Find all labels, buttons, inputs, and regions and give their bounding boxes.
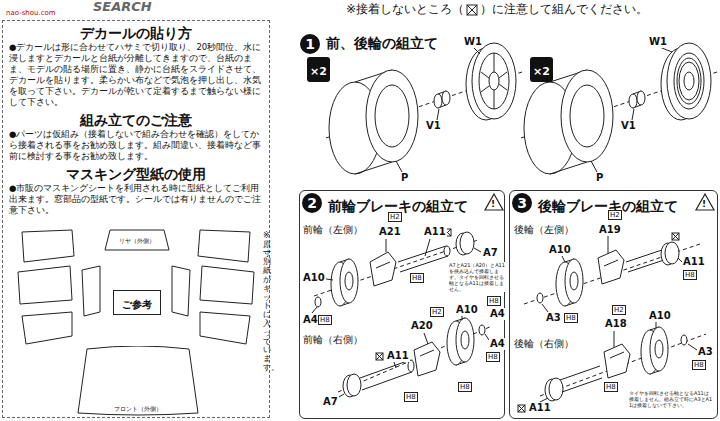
step-number: 2	[302, 193, 322, 213]
watermark-url: nao-shou.com	[5, 9, 57, 17]
header-note: ）に注意して組んでください。	[479, 3, 649, 17]
assembly-note: A7とA21（A20）とA11を挟み込んで接着します。タイヤを回転させる軸となる…	[448, 262, 506, 292]
watermark-logo: SEARCH	[92, 0, 153, 15]
instruction-panel: デカールの貼り方●デカールは形に合わせてハサミで切り取り、20秒間位、水に浸しま…	[2, 20, 270, 418]
part-label: V1	[425, 120, 442, 132]
part-label: P	[595, 172, 604, 184]
sprue-number: H8	[486, 352, 500, 362]
part-label: A3	[545, 312, 562, 324]
part-label: A20	[410, 320, 434, 332]
warning-mark: !	[702, 199, 706, 209]
part-label: A10	[548, 244, 572, 256]
part-label: A11	[682, 256, 706, 268]
step-title: 前、後輪の組立て	[326, 35, 438, 53]
part-label: A4	[302, 314, 319, 326]
sprue-number: H8	[318, 315, 332, 325]
quantity-badge: ×2	[530, 57, 553, 82]
sub-heading: 前輪（右側）	[302, 334, 364, 346]
part-label: A11	[386, 350, 410, 362]
sub-heading: 後輪（右側）	[513, 338, 575, 350]
part-label: W1	[648, 36, 668, 48]
part-label: A21	[378, 226, 402, 238]
section-heading: マスキング型紙の使用	[9, 165, 263, 183]
part-label: A7	[322, 396, 339, 408]
sprue-number: H8	[458, 382, 472, 392]
part-label: V1	[620, 120, 637, 132]
side-note: ※原寸別紙がキットに入っています。	[263, 232, 271, 373]
step-number-badge: 2	[302, 193, 322, 213]
step-number: 3	[512, 193, 532, 213]
sprue-number: H8	[404, 392, 418, 402]
sprue-number: H8	[683, 270, 697, 280]
sprue-number: H2	[388, 212, 402, 222]
section-heading: デカールの貼り方	[9, 24, 263, 42]
part-label: A7	[482, 247, 499, 259]
part-label: A11	[423, 226, 447, 238]
sprue-number: H8	[692, 360, 706, 370]
sub-heading: 前輪（左側）	[302, 224, 364, 236]
sprue-number: H8	[604, 382, 618, 392]
part-label: A18	[604, 318, 628, 330]
part-label: P	[400, 172, 409, 184]
part-label: A10	[648, 310, 672, 322]
sprue-number: H2	[430, 307, 444, 317]
quantity-text: ×2	[533, 65, 550, 78]
part-label: A4	[489, 308, 506, 320]
step-number-badge: 3	[512, 193, 532, 213]
sprue-number: H8	[564, 313, 578, 323]
reference-box: ご参考	[113, 290, 161, 315]
part-label: A10	[455, 304, 479, 316]
assembly-note: タイヤを回転させる軸となるA11は接着しません。組み立て時にA3とA11は接着し…	[628, 390, 714, 408]
warning-mark: !	[491, 199, 495, 209]
part-label: W1	[463, 36, 483, 48]
sub-heading: 後輪（左側）	[513, 224, 575, 236]
header-note: ※接着しないところ（	[345, 3, 465, 17]
body-text: ●デカールは形に合わせてハサミで切り取り、20秒間位、水に浸しますとデカールと台…	[9, 42, 263, 108]
quantity-text: ×2	[310, 65, 327, 78]
section-heading: 組み立てのご注意	[9, 111, 263, 129]
window-template: リヤ（外側）	[104, 229, 170, 251]
part-label: A3	[697, 346, 714, 358]
body-text: ●パーツは仮組み（接着しないで組み合わせを確認）をしてから接着される事をお勧め致…	[9, 129, 263, 162]
sprue-number: H2	[612, 305, 626, 315]
part-label: A11	[528, 402, 552, 414]
template-label: リヤ（外側）	[119, 237, 155, 244]
part-label: A4	[489, 338, 506, 350]
step-number: 1	[300, 34, 320, 54]
windshield-template: フロント（外側）	[77, 346, 199, 416]
body-text: ●市販のマスキングシートを利用される時に型紙としてご利用出来ます。窓部品の型紙で…	[9, 183, 263, 216]
sprue-number: H2	[608, 210, 622, 220]
quantity-badge: ×2	[307, 57, 330, 82]
sprue-number: H8	[487, 296, 501, 306]
reference-label: ご参考	[122, 299, 152, 310]
step-heading: 1 前、後輪の組立て	[300, 34, 438, 54]
part-label: A10	[302, 272, 326, 284]
no-glue-icon	[466, 4, 478, 16]
template-label: フロント（外側）	[114, 405, 162, 412]
sprue-number: H8	[410, 273, 424, 283]
part-label: A19	[598, 224, 622, 236]
